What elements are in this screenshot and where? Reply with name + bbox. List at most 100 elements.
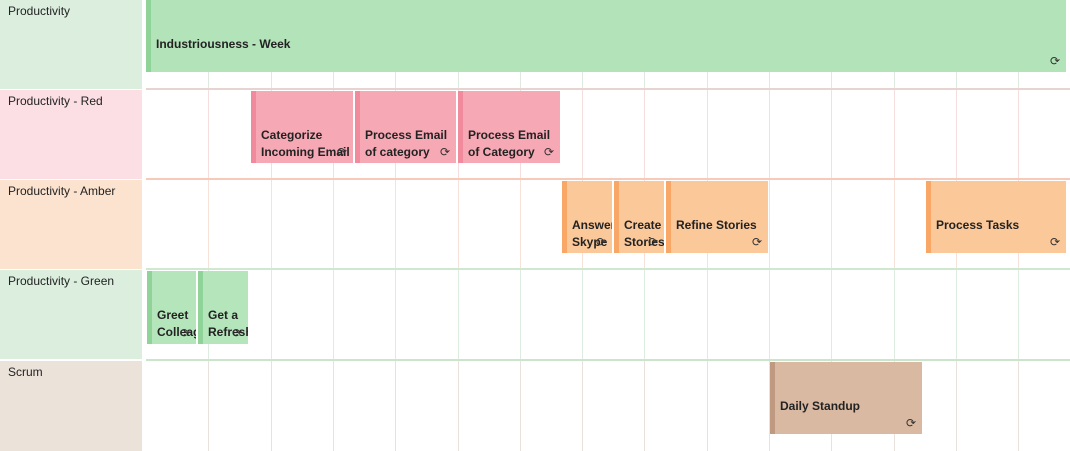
grid-line bbox=[894, 270, 895, 359]
recurrence-icon: ⟳ bbox=[439, 145, 450, 159]
appointment-status-bar bbox=[251, 91, 256, 163]
recurrence-icon: ⟳ bbox=[595, 235, 606, 249]
recurrence-icon: ⟳ bbox=[905, 416, 916, 430]
appointment-status-bar bbox=[355, 91, 360, 163]
grid-line bbox=[956, 90, 957, 178]
grid-line bbox=[831, 90, 832, 178]
appointment-title: Process Tasks bbox=[936, 218, 1020, 232]
grid-line bbox=[582, 72, 583, 88]
grid-line bbox=[1018, 270, 1019, 359]
recurrence-icon: ⟳ bbox=[751, 235, 762, 249]
grid-line bbox=[395, 361, 396, 451]
grid-line bbox=[956, 72, 957, 88]
appointment-title: Create Stories bbox=[624, 218, 664, 249]
grid-line bbox=[769, 90, 770, 178]
row-separator bbox=[146, 359, 1070, 361]
appointment-categorize-incoming-email[interactable]: Categorize Incoming Email ⟳ bbox=[251, 91, 353, 163]
row-productivity-red: Productivity - Red bbox=[0, 90, 1070, 179]
row-separator bbox=[146, 178, 1070, 180]
grid-line bbox=[395, 270, 396, 359]
grid-line bbox=[831, 72, 832, 88]
grid-line bbox=[458, 361, 459, 451]
grid-line bbox=[769, 180, 770, 268]
appointment-status-bar bbox=[666, 181, 671, 253]
grid-line bbox=[831, 270, 832, 359]
grid-line bbox=[458, 270, 459, 359]
grid-line bbox=[333, 180, 334, 268]
row-label: Productivity - Green bbox=[0, 270, 144, 359]
recurrence-icon: ⟳ bbox=[336, 145, 347, 159]
grid-line bbox=[894, 180, 895, 268]
grid-line bbox=[458, 72, 459, 88]
grid-line bbox=[707, 270, 708, 359]
grid-line bbox=[208, 180, 209, 268]
appointment-title: Greet Colleagues bbox=[157, 308, 196, 339]
grid-line bbox=[1018, 90, 1019, 178]
appointment-title: Answer Skype Messages bbox=[572, 218, 612, 253]
row-separator bbox=[146, 88, 1070, 90]
grid-line bbox=[458, 180, 459, 268]
grid-line bbox=[707, 72, 708, 88]
grid-line bbox=[520, 270, 521, 359]
grid-line bbox=[333, 270, 334, 359]
appointment-status-bar bbox=[146, 0, 151, 72]
appointment-title: Refine Stories bbox=[676, 218, 757, 232]
recurrence-icon: ⟳ bbox=[1049, 235, 1060, 249]
grid-line bbox=[333, 361, 334, 451]
row-label: Productivity - Red bbox=[0, 90, 144, 179]
appointment-create-stories[interactable]: Create Stories ⟳ bbox=[614, 181, 664, 253]
recurrence-icon: ⟳ bbox=[231, 326, 242, 340]
grid-line bbox=[1018, 361, 1019, 451]
grid-line bbox=[208, 72, 209, 88]
appointment-title: Daily Standup bbox=[780, 399, 861, 413]
appointment-status-bar bbox=[147, 271, 152, 344]
grid-line bbox=[333, 72, 334, 88]
appointment-refine-stories[interactable]: Refine Stories ⟳ bbox=[666, 181, 768, 253]
row-label: Scrum bbox=[0, 361, 144, 451]
appointment-industriousness-week[interactable]: Industriousness - Week ⟳ bbox=[146, 0, 1066, 72]
appointment-status-bar bbox=[926, 181, 931, 253]
appointment-answer-skype-messages[interactable]: Answer Skype Messages ⟳ bbox=[562, 181, 612, 253]
appointment-status-bar bbox=[614, 181, 619, 253]
grid-line bbox=[208, 90, 209, 178]
appointment-title: Process Email of category "Yes me, but n… bbox=[365, 128, 448, 163]
grid-line bbox=[644, 72, 645, 88]
grid-line bbox=[956, 270, 957, 359]
grid-line bbox=[395, 180, 396, 268]
grid-line bbox=[582, 270, 583, 359]
row-grid bbox=[146, 270, 1070, 359]
recurrence-icon: ⟳ bbox=[543, 145, 554, 159]
appointment-greet-colleagues[interactable]: Greet Colleagues ⟳ bbox=[147, 271, 196, 344]
row-scrum: Scrum bbox=[0, 361, 1070, 451]
appointment-status-bar bbox=[770, 362, 775, 434]
appointment-daily-standup[interactable]: Daily Standup ⟳ bbox=[770, 362, 922, 434]
grid-line bbox=[707, 361, 708, 451]
appointment-title: Industriousness - Week bbox=[156, 37, 291, 51]
recurrence-icon: ⟳ bbox=[647, 235, 658, 249]
grid-line bbox=[395, 72, 396, 88]
grid-line bbox=[271, 72, 272, 88]
row-separator bbox=[146, 268, 1070, 270]
appointment-process-email-not-now[interactable]: Process Email of category "Yes me, but n… bbox=[355, 91, 456, 163]
grid-line bbox=[707, 90, 708, 178]
row-label: Productivity bbox=[0, 0, 144, 89]
grid-line bbox=[520, 180, 521, 268]
grid-line bbox=[769, 270, 770, 359]
grid-line bbox=[271, 270, 272, 359]
grid-line bbox=[894, 90, 895, 178]
grid-line bbox=[956, 361, 957, 451]
recurrence-icon: ⟳ bbox=[179, 326, 190, 340]
grid-line bbox=[271, 361, 272, 451]
grid-line bbox=[831, 180, 832, 268]
grid-line bbox=[644, 90, 645, 178]
appointment-status-bar bbox=[458, 91, 463, 163]
appointment-status-bar bbox=[562, 181, 567, 253]
row-label: Productivity - Amber bbox=[0, 180, 144, 269]
recurrence-icon: ⟳ bbox=[1049, 54, 1060, 68]
appointment-get-a-refreshment[interactable]: Get a Refreshment ⟳ bbox=[198, 271, 248, 344]
appointment-process-email-now[interactable]: Process Email of Category "Yes me, now" … bbox=[458, 91, 560, 163]
grid-line bbox=[1018, 72, 1019, 88]
row-productivity-amber: Productivity - Amber bbox=[0, 180, 1070, 269]
appointment-process-tasks[interactable]: Process Tasks ⟳ bbox=[926, 181, 1066, 253]
grid-line bbox=[769, 361, 770, 451]
